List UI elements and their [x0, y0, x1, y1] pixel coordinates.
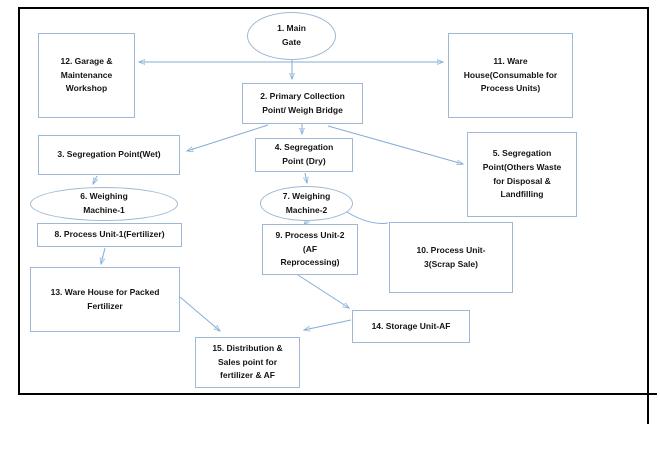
node-13-warehouse-fertilizer: 13. Ware House for Packed Fertilizer [30, 267, 180, 332]
node-1-main-gate: 1. Main Gate [247, 12, 336, 60]
edge-unit-1-to-warehouse-13 [101, 247, 106, 264]
edge-seg-dry-to-weigh-2 [305, 172, 307, 183]
edge-warehouse-13-to-distribution [179, 296, 220, 331]
node-15-distribution-sales: 15. Distribution & Sales point for ferti… [195, 337, 300, 388]
node-7-weighing-machine-2: 7. Weighing Machine-2 [260, 186, 353, 221]
edge-storage-af-to-distribution [304, 319, 352, 330]
node-8-process-unit-1: 8. Process Unit-1(Fertilizer) [37, 223, 182, 247]
node-3-segregation-wet: 3. Segregation Point(Wet) [38, 135, 180, 175]
edge-unit-2-to-storage-af [297, 274, 349, 308]
node-6-weighing-machine-1: 6. Weighing Machine-1 [30, 187, 178, 221]
node-5-segregation-others: 5. Segregation Point(Others Waste for Di… [467, 132, 577, 217]
border-bottom-tail [649, 393, 657, 395]
edge-weigh-2-to-unit-3 [341, 208, 389, 224]
edge-seg-wet-to-weigh-1 [93, 175, 97, 184]
border-right-tail [647, 395, 649, 424]
node-2-primary-collection: 2. Primary Collection Point/ Weigh Bridg… [242, 83, 363, 124]
node-11-warehouse-consumables: 11. Ware House(Consumable for Process Un… [448, 33, 573, 118]
node-10-process-unit-3: 10. Process Unit- 3(Scrap Sale) [389, 222, 513, 293]
node-4-segregation-dry: 4. Segregation Point (Dry) [255, 138, 353, 172]
edge-primary-to-seg-others [327, 125, 463, 164]
node-12-garage-workshop: 12. Garage & Maintenance Workshop [38, 33, 135, 118]
node-9-process-unit-2: 9. Process Unit-2 (AF Reprocessing) [262, 224, 358, 275]
diagram-border [18, 7, 649, 395]
edge-primary-to-seg-wet [187, 124, 269, 151]
node-14-storage-unit-af: 14. Storage Unit-AF [352, 310, 470, 343]
